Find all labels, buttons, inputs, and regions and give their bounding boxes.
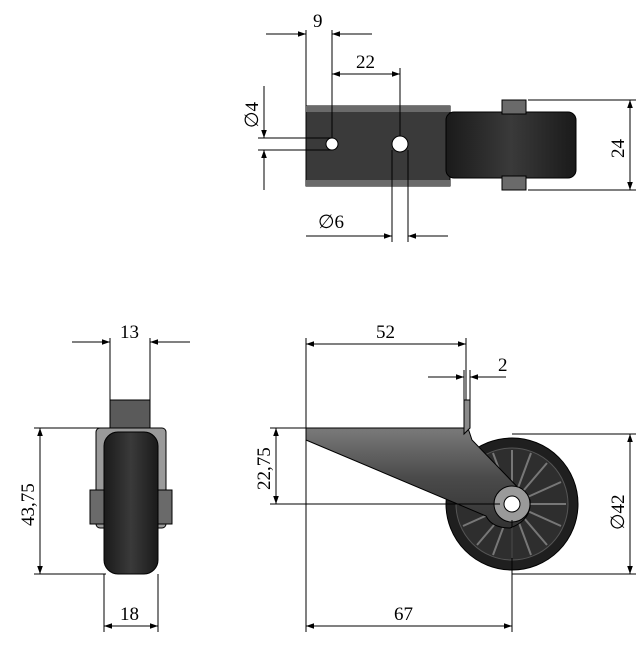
top-view: 9 22 ∅4 ∅6 24 <box>242 11 636 242</box>
front-view-axle-left <box>89 489 105 525</box>
dim-wheel-width-bottom: 18 <box>120 604 139 625</box>
side-view-axle <box>503 495 521 513</box>
dim-hole-offset: 9 <box>313 11 323 32</box>
top-view-bracket-edge <box>306 106 450 112</box>
dim-wheel-diameter: ∅42 <box>608 494 629 530</box>
dim-wheel-width-top: 13 <box>120 322 139 343</box>
dim-length: 52 <box>376 322 395 343</box>
side-view: 52 2 22,75 ∅42 67 <box>254 322 636 632</box>
front-view-mount-tab <box>109 399 151 431</box>
side-view-flange <box>463 399 471 436</box>
front-view: 13 43,75 18 <box>18 322 190 632</box>
top-view-axle-nut-bottom <box>501 175 527 191</box>
top-view-bracket-edge-bottom <box>306 180 450 186</box>
dim-hole-spacing: 22 <box>356 52 375 73</box>
dim-overall-length: 67 <box>394 604 413 625</box>
dim-axle-height: 22,75 <box>254 447 275 490</box>
dim-height: 43,75 <box>18 483 39 526</box>
top-view-small-hole <box>325 137 339 151</box>
dim-width: 24 <box>608 139 629 159</box>
top-view-wheel <box>445 111 577 179</box>
top-view-axle-nut-top <box>501 99 527 115</box>
dim-flange: 2 <box>498 355 508 376</box>
top-view-large-hole <box>391 135 409 153</box>
dim-small-hole: ∅4 <box>242 101 263 128</box>
front-view-wheel <box>103 431 159 575</box>
dim-large-hole: ∅6 <box>318 212 344 233</box>
front-view-axle-right <box>157 489 173 525</box>
